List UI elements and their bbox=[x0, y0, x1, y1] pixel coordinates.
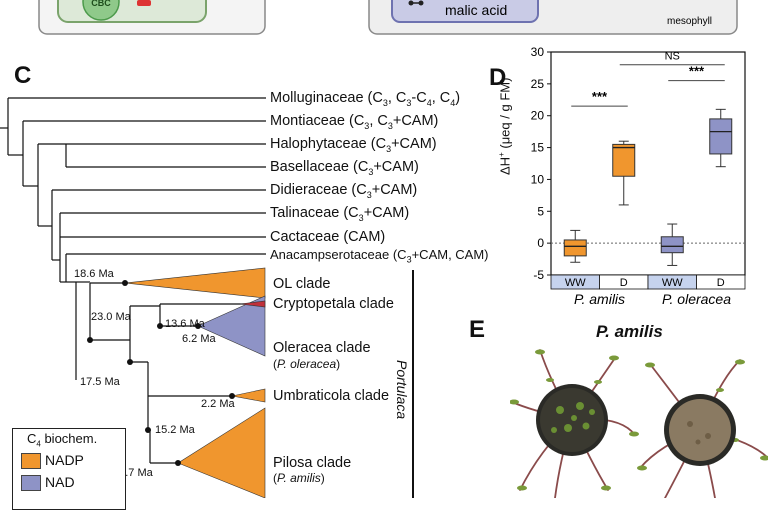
clade-pilosa-sub: (P. amilis) bbox=[273, 471, 325, 485]
sig-label: *** bbox=[689, 64, 705, 79]
node-13-6 bbox=[157, 323, 163, 329]
species-label: P. amilis bbox=[574, 291, 625, 307]
node-10-7 bbox=[175, 460, 181, 466]
panel-e-letter: E bbox=[469, 316, 486, 343]
y-tick-label: 25 bbox=[531, 77, 545, 91]
node-6-2 bbox=[195, 323, 201, 329]
sig-label: NS bbox=[665, 51, 680, 63]
clade-oleracea-sub: (P. oleracea) bbox=[273, 357, 341, 371]
c4-legend: C4 biochem. NADP NAD bbox=[12, 428, 126, 510]
boxplot-ylabel: ΔH+ (μeq / g FM) bbox=[497, 77, 513, 175]
cryptopetala-clade-triangle bbox=[239, 300, 266, 308]
taxon-halophytaceae: Halophytaceae (C3+CAM) bbox=[270, 136, 437, 154]
umbraticola-clade-triangle bbox=[231, 388, 266, 403]
panel-d-letter: D bbox=[489, 64, 507, 91]
plant-photo bbox=[510, 349, 768, 498]
box-3 bbox=[709, 118, 733, 155]
legend-title: C4 biochem. bbox=[27, 431, 98, 449]
node-23-0 bbox=[87, 337, 93, 343]
malic-acid-label: malic acid bbox=[445, 2, 507, 18]
y-tick-label: 30 bbox=[531, 45, 545, 59]
oleracea-clade-triangle bbox=[197, 295, 266, 357]
age-13-6: 13.6 Ma bbox=[165, 318, 205, 330]
node-2-2 bbox=[229, 393, 235, 399]
y-tick-label: 20 bbox=[531, 109, 545, 123]
panel-c-letter: C bbox=[14, 62, 32, 89]
cbc-label: CBC bbox=[91, 0, 111, 8]
treatment-label: D bbox=[620, 277, 628, 289]
mesophyll-label: mesophyll bbox=[667, 16, 712, 27]
clade-cryptopetala-label: Cryptopetala clade bbox=[273, 296, 394, 312]
treatment-label: D bbox=[717, 277, 725, 289]
sig-label: *** bbox=[592, 89, 608, 104]
treatment-label: WW bbox=[565, 277, 586, 289]
clade-pilosa-label: Pilosa clade bbox=[273, 455, 352, 471]
y-tick-label: 0 bbox=[537, 236, 544, 250]
species-label: P. oleracea bbox=[662, 291, 731, 307]
node-18-6 bbox=[122, 280, 128, 286]
age-23-0: 23.0 Ma bbox=[91, 311, 131, 323]
age-15-2: 15.2 Ma bbox=[155, 424, 195, 436]
taxon-basellaceae: Basellaceae (C3+CAM) bbox=[270, 159, 419, 177]
clade-umbraticola-label: Umbraticola clade bbox=[273, 388, 390, 404]
box-0 bbox=[563, 239, 587, 257]
age-18-6: 18.6 Ma bbox=[74, 268, 114, 280]
top-strip: CBC malic acid mesophyll bbox=[38, 0, 738, 35]
taxon-talinaceae: Talinaceae (C3+CAM) bbox=[270, 205, 410, 223]
legend-swatch-nadp bbox=[21, 453, 41, 469]
y-tick-label: -5 bbox=[533, 268, 544, 282]
node-15-2 bbox=[145, 427, 151, 433]
phylogeny-tree bbox=[0, 97, 414, 498]
legend-label-nadp: NADP bbox=[45, 452, 84, 468]
panel-e-title: P. amilis bbox=[596, 322, 663, 341]
boxplot-chart: -5 0 5 10 15 20 25 30 *** *** NS WW D WW D P. amilis P.… bbox=[531, 45, 746, 307]
legend-swatch-nad bbox=[21, 475, 41, 491]
clade-oleracea-label: Oleracea clade bbox=[273, 340, 371, 356]
y-tick-label: 10 bbox=[531, 172, 545, 186]
box-2 bbox=[660, 236, 684, 254]
y-tick-label: 15 bbox=[531, 141, 545, 155]
taxon-anacampserotaceae: Anacampserotaceae (C3+CAM, CAM) bbox=[270, 247, 489, 265]
age-17-5: 17.5 Ma bbox=[80, 376, 120, 388]
taxon-cactaceae: Cactaceae (CAM) bbox=[270, 229, 386, 245]
taxon-molluginaceae: Molluginaceae (C3, C3-C4, C4) bbox=[270, 90, 461, 108]
node-17-5 bbox=[127, 359, 133, 365]
taxon-montiaceae: Montiaceae (C3, C3+CAM) bbox=[270, 113, 439, 131]
cbc-circle bbox=[82, 0, 120, 21]
age-6-2: 6.2 Ma bbox=[182, 333, 216, 345]
box-1 bbox=[612, 143, 636, 177]
clade-ol-label: OL clade bbox=[273, 276, 331, 292]
taxon-didieraceae: Didieraceae (C3+CAM) bbox=[270, 182, 418, 200]
pilosa-clade-triangle bbox=[177, 407, 266, 498]
red-molecule bbox=[137, 0, 151, 6]
treatment-cell bbox=[696, 274, 746, 290]
age-2-2: 2.2 Ma bbox=[201, 398, 235, 410]
treatment-label: WW bbox=[662, 277, 683, 289]
y-tick-label: 5 bbox=[537, 204, 544, 218]
vacuole-shape bbox=[391, 0, 539, 23]
legend-label-nad: NAD bbox=[45, 474, 75, 490]
ol-clade-triangle bbox=[124, 267, 266, 299]
